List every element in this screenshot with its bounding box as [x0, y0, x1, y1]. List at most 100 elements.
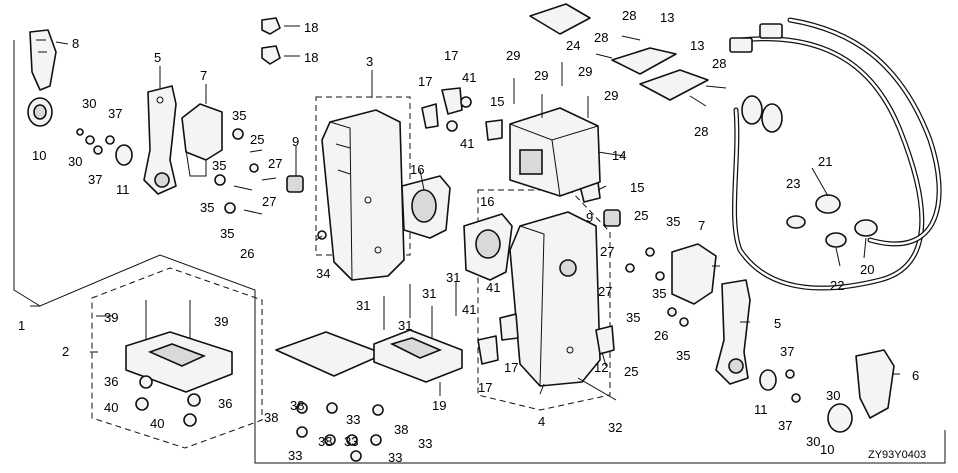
- part-connector-22: [825, 232, 847, 248]
- callout-30: 30: [68, 154, 82, 169]
- callout-33: 33: [288, 448, 302, 463]
- callout-4: 4: [538, 414, 545, 429]
- callout-5: 5: [154, 50, 161, 65]
- callout-11: 11: [754, 402, 768, 417]
- callout-35: 35: [212, 158, 226, 173]
- callout-11: 11: [116, 182, 130, 197]
- part-nut-40: [135, 397, 149, 411]
- callout-28: 28: [712, 56, 726, 71]
- callout-27: 27: [600, 244, 614, 259]
- callout-35: 35: [220, 226, 234, 241]
- callout-18: 18: [304, 50, 318, 65]
- part-plate-13b: [639, 69, 709, 101]
- part-nut-30: [76, 128, 84, 136]
- callout-9: 9: [292, 134, 299, 149]
- callout-17: 17: [504, 360, 518, 375]
- callout-27: 27: [268, 156, 282, 171]
- part-washer-35: [232, 128, 244, 140]
- callout-13: 13: [660, 10, 674, 25]
- callout-28: 28: [694, 124, 708, 139]
- part-washer-41b: [446, 120, 458, 132]
- part-washer-11: [115, 144, 133, 166]
- part-housing-4: [509, 211, 601, 387]
- callout-18: 18: [304, 20, 318, 35]
- callout-35: 35: [666, 214, 680, 229]
- part-nut-40b: [183, 413, 197, 427]
- callout-29: 29: [534, 68, 548, 83]
- callout-33: 33: [346, 412, 360, 427]
- callout-1: 1: [18, 318, 25, 333]
- left-control-group: [27, 29, 304, 215]
- callout-10: 10: [820, 442, 834, 457]
- callout-40: 40: [150, 416, 164, 431]
- callout-35: 35: [232, 108, 246, 123]
- callout-17: 17: [418, 74, 432, 89]
- part-connector-20: [854, 219, 878, 237]
- part-washer-35b: [214, 174, 226, 186]
- part-cover-7b: [671, 243, 717, 305]
- callout-17: 17: [444, 48, 458, 63]
- housing-group-3: [317, 109, 451, 281]
- callout-35: 35: [676, 348, 690, 363]
- part-screws-29: [513, 62, 589, 118]
- callout-32: 32: [608, 420, 622, 435]
- callout-38: 38: [290, 398, 304, 413]
- part-bolt-32: [577, 377, 617, 401]
- harness-group: [729, 17, 942, 291]
- part-cover-7: [181, 103, 223, 161]
- part-bracket-12: [595, 325, 615, 355]
- callout-39: 39: [214, 314, 228, 329]
- callout-29: 29: [578, 64, 592, 79]
- callout-41: 41: [462, 302, 476, 317]
- callout-41: 41: [460, 136, 474, 151]
- part-connector-23: [786, 215, 806, 229]
- callout-36: 36: [218, 396, 232, 411]
- callout-35: 35: [652, 286, 666, 301]
- part-connector: [759, 23, 783, 39]
- part-housing-3: [321, 109, 405, 281]
- callout-10: 10: [32, 148, 46, 163]
- part-bracket-17c: [477, 335, 499, 365]
- callout-23: 23: [786, 176, 800, 191]
- part-bracket-17: [421, 103, 439, 129]
- callout-33: 33: [388, 450, 402, 465]
- callout-17: 17: [478, 380, 492, 395]
- callout-31: 31: [356, 298, 370, 313]
- callout-37: 37: [780, 344, 794, 359]
- part-bracket-17b: [441, 87, 463, 115]
- mounting-group: [125, 282, 463, 462]
- callout-6: 6: [912, 368, 919, 383]
- callout-15: 15: [630, 180, 644, 195]
- part-clip-18: [261, 17, 281, 35]
- part-washer-36b: [187, 393, 201, 407]
- part-bolt-30: [85, 135, 95, 145]
- callout-9: 9: [586, 210, 593, 225]
- part-washer-35c: [224, 202, 236, 214]
- callout-30: 30: [82, 96, 96, 111]
- part-handle-6: [855, 349, 895, 419]
- callout-25: 25: [250, 132, 264, 147]
- part-screws-28: [595, 35, 727, 107]
- part-rubber-9b: [603, 209, 621, 227]
- part-washer-11b: [759, 369, 777, 391]
- housing-group-4: [463, 209, 895, 433]
- callout-16: 16: [480, 194, 494, 209]
- callout-5: 5: [774, 316, 781, 331]
- callout-31: 31: [446, 270, 460, 285]
- callout-27: 27: [598, 284, 612, 299]
- callout-34: 34: [316, 266, 330, 281]
- callout-33: 33: [418, 436, 432, 451]
- callout-26: 26: [240, 246, 254, 261]
- part-clip-18b: [261, 45, 281, 65]
- callout-29: 29: [506, 48, 520, 63]
- callout-labels: 1 2 3 4 5 5 6 7 7 8 9 9 10 10 11 11 12 1…: [18, 8, 926, 465]
- top-center-group: [261, 3, 727, 203]
- callout-33: 33: [344, 434, 358, 449]
- callout-41: 41: [462, 70, 476, 85]
- callout-28: 28: [594, 30, 608, 45]
- callout-2: 2: [62, 344, 69, 359]
- callout-24: 24: [566, 38, 580, 53]
- callout-35: 35: [200, 200, 214, 215]
- callout-25: 25: [624, 364, 638, 379]
